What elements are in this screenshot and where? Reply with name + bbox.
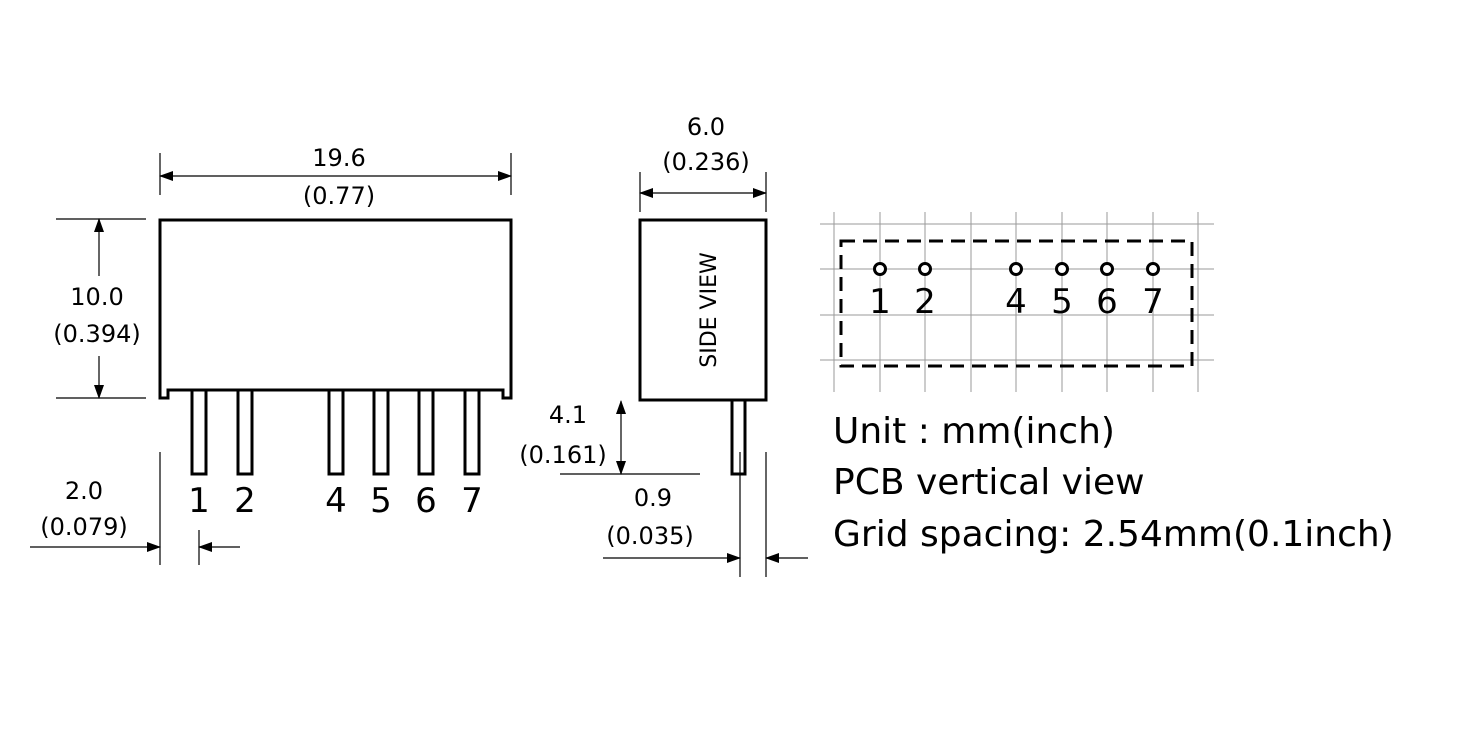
pcb-pin-number: 7 [1142,282,1164,322]
front-pitch-in: (0.079) [40,513,127,541]
front-height-in: (0.394) [53,320,140,348]
side-width-in: (0.236) [662,148,749,176]
unit-note: Unit : mm(inch) [833,411,1115,452]
side-view-label: SIDE VIEW [697,252,722,368]
pcb-view: 1 2 4 5 6 7 [820,212,1214,392]
side-pin-offset-dimension [603,452,808,577]
front-pin-number: 6 [415,481,437,521]
notes: Unit : mm(inch) PCB vertical view Grid s… [833,411,1394,555]
pcb-pin-number: 6 [1096,282,1118,322]
side-pin-length-in: (0.161) [519,441,606,469]
front-pin-5 [372,388,390,476]
front-pin-1 [190,388,208,476]
front-body-outline [158,218,513,400]
pcb-hole-6 [1100,262,1114,276]
side-view: SIDE VIEW 6.0 (0.236) 4.1 (0.161) 0.9 (0… [519,113,808,577]
front-pin-6 [417,388,435,476]
view-note: PCB vertical view [833,462,1145,503]
front-pin-number: 5 [370,481,392,521]
front-pin-number: 4 [325,481,347,521]
pcb-hole-5 [1055,262,1069,276]
front-pin-7 [463,388,481,476]
pcb-pin-number: 4 [1005,282,1027,322]
side-pin-offset-in: (0.035) [606,522,693,550]
front-pin-4 [327,388,345,476]
pcb-footprint-outline [839,239,1194,368]
front-width-in: (0.77) [303,182,375,210]
side-pin [730,398,747,476]
front-width-dimension [159,153,512,195]
pcb-pin-number: 2 [914,282,936,322]
front-pin-number: 2 [234,481,256,521]
pcb-pin-holes [873,262,1160,276]
front-pitch-mm: 2.0 [65,477,103,505]
front-pin-2 [236,388,254,476]
pcb-hole-2 [918,262,932,276]
pcb-hole-1 [873,262,887,276]
front-pin-number: 7 [461,481,483,521]
side-width-mm: 6.0 [687,113,725,141]
front-pin-numbers: 1 2 4 5 6 7 [188,481,483,521]
side-body-outline [638,218,768,402]
front-height-mm: 10.0 [70,283,123,311]
pcb-pin-number: 1 [869,282,891,322]
front-height-dimension [56,218,146,399]
side-pin-offset-mm: 0.9 [634,484,672,512]
side-pin-length-dimension [560,400,700,475]
front-pitch-dimension [30,452,240,565]
front-width-mm: 19.6 [312,144,365,172]
pcb-pin-numbers: 1 2 4 5 6 7 [869,282,1164,322]
side-pin-length-mm: 4.1 [549,401,587,429]
pcb-hole-7 [1146,262,1160,276]
front-view: 1 2 4 5 6 7 19.6 (0.77) 10.0 (0.394) [30,144,513,565]
front-pin-number: 1 [188,481,210,521]
pcb-hole-4 [1009,262,1023,276]
pcb-pin-number: 5 [1051,282,1073,322]
grid-note: Grid spacing: 2.54mm(0.1inch) [833,514,1394,555]
side-width-dimension [639,172,767,212]
front-pins [190,388,481,476]
